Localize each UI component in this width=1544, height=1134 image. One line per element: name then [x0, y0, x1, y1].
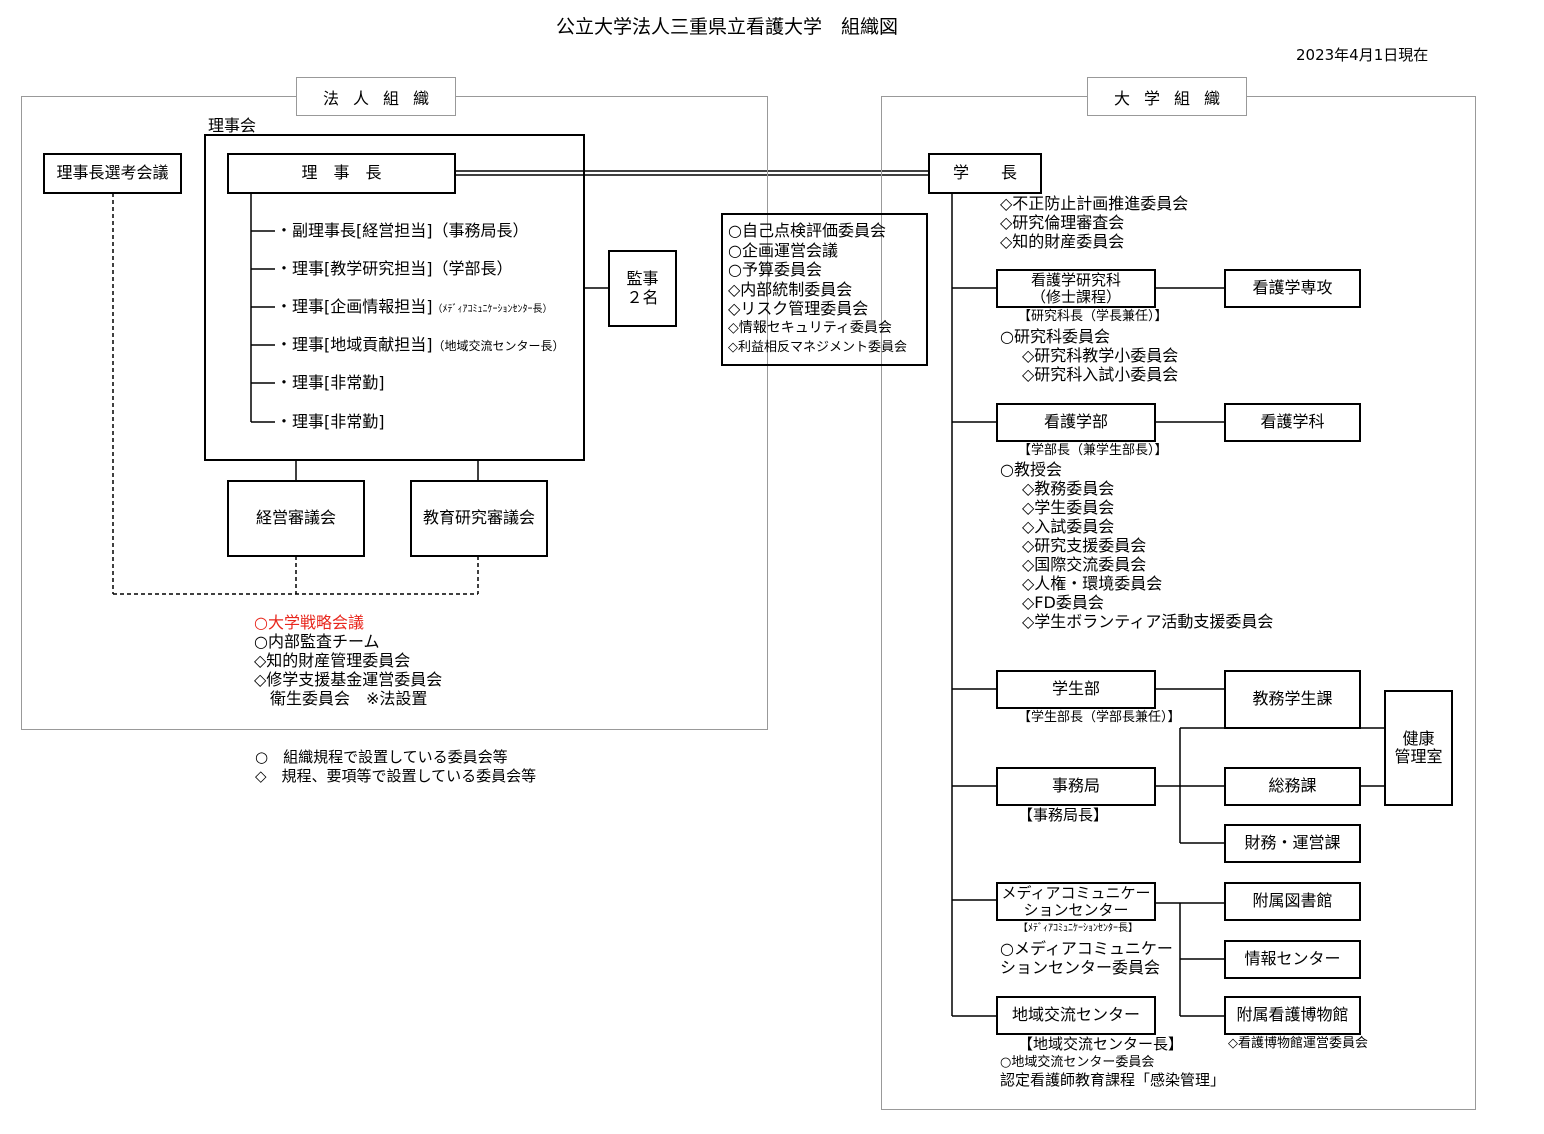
faculty-committee: ◇学生ボランティア活動支援委員会	[1022, 612, 1274, 631]
corporate-committee: 衛生委員会 ※法設置	[254, 689, 428, 708]
board-frame	[204, 134, 585, 461]
faculty-committee: ◇人権・環境委員会	[1022, 574, 1163, 593]
faculty-committee-list: ○教授会 ◇教務委員会 ◇学生委員会 ◇入試委員会 ◇研究支援委員会 ◇国際交流…	[1000, 460, 1273, 631]
director-row: ・理事[企画情報担当]（ﾒﾃﾞｨｱｺﾐｭﾆｹｰｼｮﾝｾﾝﾀｰ長）	[276, 297, 553, 316]
regional-center-notes: 【地域交流センター長】 ○地域交流センター委員会 認定看護師教育課程「感染管理」	[1000, 1035, 1225, 1090]
regional-committee: ○地域交流センター委員会	[1000, 1055, 1155, 1070]
graduate-committee-list: ○研究科委員会 ◇研究科教学小委員会 ◇研究科入試小委員会	[1000, 327, 1178, 384]
faculty-committee: ◇学生委員会	[1022, 498, 1115, 517]
president-committee: ◇研究倫理審査会	[1000, 213, 1125, 232]
director-row: ・理事[非常勤]	[276, 412, 385, 431]
corporate-committee: ◇知的財産管理委員会	[254, 651, 411, 670]
middle-committee: ◇リスク管理委員会	[728, 299, 869, 318]
secretariat-box: 事務局	[996, 767, 1156, 806]
info-center-box: 情報センター	[1224, 940, 1361, 979]
student-affairs-box: 学生部	[996, 670, 1156, 709]
faculty-committee: ◇国際交流委員会	[1022, 555, 1147, 574]
faculty-head: 【学部長（兼学生部長）】	[1018, 443, 1168, 458]
director-row: ・理事[教学研究担当]（学部長）	[276, 259, 513, 278]
legend-circle: ○ 組織規程で設置している委員会等	[255, 748, 508, 766]
regional-head: 【地域交流センター長】	[1018, 1035, 1184, 1053]
secretariat-head: 【事務局長】	[1018, 806, 1109, 824]
graduate-committee: ◇研究科入試小委員会	[1022, 365, 1179, 384]
faculty-box: 看護学部	[996, 403, 1156, 442]
health-office-box: 健康管理室	[1384, 690, 1453, 806]
museum-committee: ◇看護博物館運営委員会	[1228, 1036, 1368, 1051]
media-center-committee: ○メディアコミュニケー ションセンター委員会	[1000, 939, 1173, 977]
academic-affairs-box: 教務学生課	[1224, 670, 1361, 729]
middle-committee: ◇利益相反マネジメント委員会	[728, 340, 907, 355]
education-council-box: 教育研究審議会	[410, 480, 548, 557]
student-affairs-head: 【学生部長（学部長兼任）】	[1018, 710, 1181, 725]
media-committee-line: ○メディアコミュニケー	[1000, 939, 1173, 958]
legend: ○ 組織規程で設置している委員会等 ◇ 規程、要項等で設置している委員会等	[255, 748, 536, 786]
media-committee-line: ションセンター委員会	[1000, 958, 1161, 977]
regional-course: 認定看護師教育課程「感染管理」	[1000, 1071, 1226, 1089]
nursing-dept-box: 看護学科	[1224, 403, 1361, 442]
faculty-committee: ◇教務委員会	[1022, 479, 1115, 498]
media-center-box: メディアコミュニケーションセンター	[996, 882, 1156, 921]
director-row: ・理事[地域貢献担当]（地域交流センター長）	[276, 335, 565, 354]
corporate-header: 法人組織	[296, 77, 456, 116]
finance-box: 財務・運営課	[1224, 824, 1361, 863]
director-row: ・副理事長[経営担当]（事務局長）	[276, 221, 529, 240]
graduate-school-box: 看護学研究科（修士課程）	[996, 269, 1156, 308]
university-header: 大学組織	[1087, 77, 1247, 116]
president-committee-list: ◇不正防止計画推進委員会 ◇研究倫理審査会 ◇知的財産委員会	[1000, 194, 1188, 251]
faculty-committee: ◇研究支援委員会	[1022, 536, 1147, 555]
general-affairs-box: 総務課	[1224, 767, 1361, 806]
faculty-committee: ◇FD委員会	[1022, 593, 1104, 612]
graduate-head: 【研究科長（学長兼任）】	[1018, 309, 1168, 324]
middle-committee: ◇情報セキュリティ委員会	[728, 319, 892, 336]
president-box: 学 長	[928, 153, 1042, 194]
corporate-committee: ○内部監査チーム	[254, 632, 380, 651]
president-committee: ◇不正防止計画推進委員会	[1000, 194, 1189, 213]
strategy-committee: ○大学戦略会議	[254, 613, 364, 632]
middle-committee: ○自己点検評価委員会	[728, 221, 886, 240]
middle-committee: ○予算委員会	[728, 260, 822, 279]
media-center-head: 【ﾒﾃﾞｨｱｺﾐｭﾆｹｰｼｮﾝｾﾝﾀｰ長】	[1018, 923, 1138, 934]
corporate-committee: ◇修学支援基金運営委員会	[254, 670, 443, 689]
nursing-major-box: 看護学専攻	[1224, 269, 1361, 308]
director-row: ・理事[非常勤]	[276, 373, 385, 392]
regional-center-box: 地域交流センター	[996, 996, 1156, 1035]
board-label: 理事会	[208, 116, 257, 135]
middle-committee-box: ○自己点検評価委員会 ○企画運営会議 ○予算委員会 ◇内部統制委員会 ◇リスク管…	[721, 213, 928, 366]
middle-committee: ◇内部統制委員会	[728, 279, 853, 299]
management-council-box: 経営審議会	[227, 480, 365, 557]
date-label: 2023年4月1日現在	[1296, 46, 1429, 64]
museum-box: 附属看護博物館	[1224, 996, 1361, 1035]
chairman-box: 理 事 長	[227, 153, 456, 194]
graduate-committee: ○研究科委員会	[1000, 327, 1110, 346]
page-title: 公立大学法人三重県立看護大学 組織図	[556, 16, 899, 38]
selection-council-box: 理事長選考会議	[43, 153, 182, 194]
faculty-committee: ○教授会	[1000, 460, 1062, 479]
library-box: 附属図書館	[1224, 882, 1361, 921]
president-committee: ◇知的財産委員会	[1000, 232, 1125, 251]
middle-committee: ○企画運営会議	[728, 240, 838, 260]
corporate-committee-list: ○大学戦略会議 ○内部監査チーム ◇知的財産管理委員会 ◇修学支援基金運営委員会…	[254, 613, 442, 708]
faculty-committee: ◇入試委員会	[1022, 517, 1115, 536]
legend-diamond: ◇ 規程、要項等で設置している委員会等	[255, 767, 537, 785]
graduate-committee: ◇研究科教学小委員会	[1022, 346, 1179, 365]
